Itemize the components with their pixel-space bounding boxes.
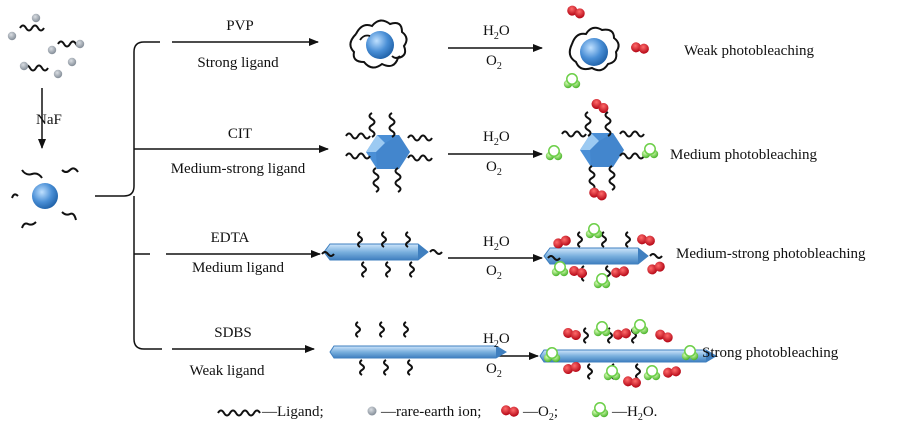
branch-bracket <box>95 41 162 350</box>
edta-product <box>543 223 667 289</box>
precursor-cluster <box>7 13 85 79</box>
reagent-label: NaF <box>36 112 62 128</box>
cit-product <box>545 97 659 202</box>
row3-strength-label: Medium ligand <box>191 260 285 276</box>
row4-strength-label: Weak ligand <box>189 363 265 379</box>
row3-reaction-bottom: O2 <box>486 263 502 282</box>
legend-ligand-label: —Ligand; <box>262 404 324 420</box>
edta-rod <box>321 231 443 278</box>
row2-strength-label: Medium-strong ligand <box>170 161 306 177</box>
row1-result-label: Weak photobleaching <box>684 43 814 59</box>
row4-ligand-label: SDBS <box>214 325 252 341</box>
row3-result-label: Medium-strong photobleaching <box>676 246 866 262</box>
legend-h2o-label: —H2O. <box>612 404 658 423</box>
row3-reaction-top: H2O <box>483 234 510 253</box>
legend-o2-label: —O2; <box>523 404 559 423</box>
row4-result-label: Strong photobleaching <box>702 345 839 361</box>
row3-ligand-label: EDTA <box>210 230 250 246</box>
row2-ligand-label: CIT <box>227 126 253 142</box>
ligand-arrows <box>150 38 329 353</box>
row4-reaction-bottom: O2 <box>486 361 502 380</box>
pvp-product <box>563 4 650 89</box>
row2-reaction-bottom: O2 <box>486 159 502 178</box>
row4-reaction-top: H2O <box>483 331 510 350</box>
legend-ion-label: —rare-earth ion; <box>381 404 482 420</box>
row1-ligand-label: PVP <box>226 18 254 34</box>
cit-particle <box>345 112 433 193</box>
legend-symbols <box>217 402 609 418</box>
legend-h2o-symbol <box>591 402 609 418</box>
reaction-arrows <box>448 44 543 360</box>
sdbs-product <box>539 319 717 389</box>
row1-strength-label: Strong ligand <box>197 55 279 71</box>
row2-reaction-top: H2O <box>483 129 510 148</box>
row1-reaction-top: H2O <box>483 23 510 42</box>
pvp-particle <box>349 19 408 69</box>
legend-ligand-symbol <box>217 409 261 417</box>
row2-result-label: Medium photobleaching <box>670 147 818 163</box>
seed-nanoparticle <box>11 167 79 229</box>
sdbs-rod <box>329 321 507 376</box>
row1-reaction-bottom: O2 <box>486 53 502 72</box>
legend-ion-symbol <box>367 406 377 416</box>
legend-o2-symbol <box>500 404 520 418</box>
